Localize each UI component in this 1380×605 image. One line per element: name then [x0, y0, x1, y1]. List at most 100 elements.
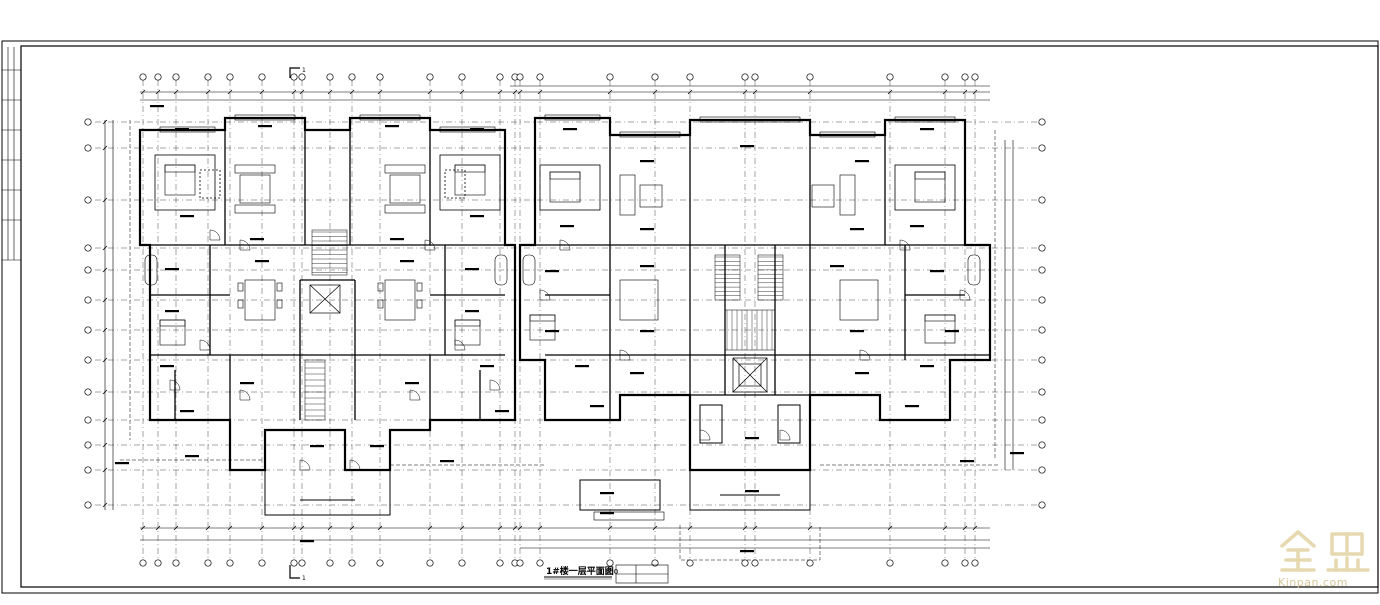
door-swing [539, 289, 551, 301]
axis-bubble-bottom [348, 559, 356, 567]
axis-bubble-bottom [204, 559, 212, 567]
room-label-mark [600, 512, 614, 515]
room-label-mark [745, 437, 759, 440]
axis-bubble-bottom [172, 559, 180, 567]
room-label-mark [185, 455, 199, 458]
axis-bubble-left [84, 356, 92, 364]
axis-bubble-top [941, 73, 949, 81]
room-label-mark [180, 410, 194, 413]
axis-bubble-bottom [496, 559, 504, 567]
dimension-tick [607, 525, 613, 531]
dimension-tick [102, 442, 108, 448]
door-swing [199, 339, 211, 351]
axis-bubble-right [1038, 416, 1046, 424]
door-swing [409, 389, 421, 401]
dimension-tick [327, 89, 333, 95]
axis-bubble-top [886, 73, 894, 81]
dimension-tick [259, 525, 265, 531]
room-label-mark [255, 260, 269, 263]
dimension-tick [102, 357, 108, 363]
door-swing [559, 239, 571, 251]
axis-bubble-top [172, 73, 180, 81]
dimension-tick [807, 89, 813, 95]
axis-bubble-right [1038, 326, 1046, 334]
room-label-mark [740, 550, 754, 553]
dimension-tick [459, 89, 465, 95]
plan-title: 1#楼一层平面图 [546, 565, 614, 577]
axis-bubble-top [961, 73, 969, 81]
room-label-mark [850, 228, 864, 231]
dimension-tick [102, 197, 108, 203]
axis-bubble-top [290, 73, 298, 81]
axis-bubble-bottom [298, 559, 306, 567]
room-label-mark [470, 128, 484, 131]
door-swing [959, 289, 971, 301]
door-swing [169, 379, 181, 391]
room-label-mark [855, 372, 869, 375]
room-label-mark [495, 410, 509, 413]
dimension-tick [102, 467, 108, 473]
axis-bubble-right [1038, 118, 1046, 126]
section-mark-bottom [289, 565, 300, 579]
dimension-tick [205, 89, 211, 95]
axis-bubble-left [84, 266, 92, 274]
door-swing [619, 349, 631, 361]
dimension-tick [427, 89, 433, 95]
axis-bubble-bottom [686, 559, 694, 567]
door-swing [699, 429, 711, 441]
room-label-mark [480, 365, 494, 368]
room-label-mark [945, 330, 959, 333]
dimension-tick [349, 89, 355, 95]
entrance-lobby [264, 395, 811, 516]
dimension-tick [377, 89, 383, 95]
room-label-mark [115, 462, 129, 465]
room-label-mark [300, 540, 314, 543]
dimension-tick [752, 525, 758, 531]
dimension-tick [349, 525, 355, 531]
room-label-mark [560, 225, 574, 228]
dimension-lines-top [140, 85, 990, 101]
dimension-tick [687, 525, 693, 531]
axis-grid [95, 80, 1040, 560]
axis-bubble-top [458, 73, 466, 81]
room-label-mark [465, 268, 479, 271]
axis-bubble-right [1038, 296, 1046, 304]
room-label-mark [165, 310, 179, 313]
dimension-tick [807, 525, 813, 531]
axis-bubble-top [298, 73, 306, 81]
axis-bubble-top [971, 73, 979, 81]
door-swing [349, 459, 361, 471]
dimension-tick [377, 525, 383, 531]
axis-bubble-left [84, 501, 92, 509]
room-label-mark [920, 365, 934, 368]
axis-bubble-bottom [426, 559, 434, 567]
dimension-tick [102, 327, 108, 333]
room-label-mark [830, 265, 844, 268]
room-label-mark [590, 405, 604, 408]
axis-bubble-bottom [536, 559, 544, 567]
axis-bubble-bottom [961, 559, 969, 567]
axis-bubble-left [84, 296, 92, 304]
room-label-mark [910, 225, 924, 228]
room-label-mark [390, 238, 404, 241]
axis-bubble-bottom [290, 559, 298, 567]
title-strip-left [2, 47, 21, 261]
room-label-mark [165, 268, 179, 271]
dimension-tick [687, 89, 693, 95]
dimension-tick [742, 525, 748, 531]
axis-bubble-bottom [154, 559, 162, 567]
dimension-tick [173, 525, 179, 531]
building-walls [138, 116, 992, 472]
axis-bubble-left [84, 466, 92, 474]
room-label-mark [563, 128, 577, 131]
axis-bubble-left [84, 196, 92, 204]
room-label-mark [850, 330, 864, 333]
dimension-tick [102, 145, 108, 151]
room-label-mark [400, 260, 414, 263]
axis-bubble-right [1038, 356, 1046, 364]
axis-bubble-right [1038, 388, 1046, 396]
axis-bubble-bottom [226, 559, 234, 567]
axis-bubble-top [651, 73, 659, 81]
axis-bubble-top [686, 73, 694, 81]
